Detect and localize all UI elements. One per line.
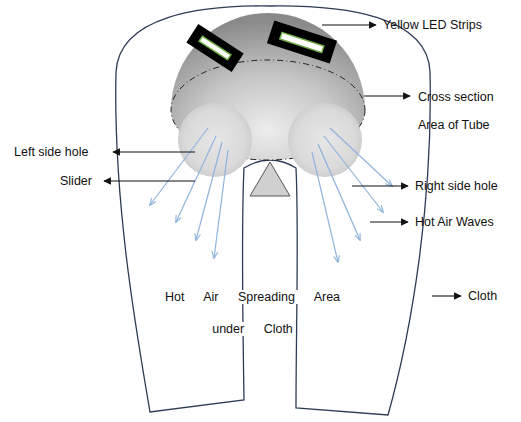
nozzle-triangle [250, 162, 290, 196]
area-text-box: Hot Air Spreading Area under Cloth [150, 281, 355, 345]
part-label: Slider [60, 174, 92, 188]
part-label-box: Hot Air Waves [415, 215, 494, 230]
cloth-outline [116, 6, 431, 415]
part-label: Right side hole [415, 179, 498, 193]
area-text: Hot Air Spreading Area under Cloth [165, 290, 340, 336]
part-label-box: Cloth [468, 289, 497, 304]
part-label: Cloth [468, 289, 497, 303]
part-label: Cross section Area of Tube [418, 90, 494, 132]
part-label-box: Left side hole [14, 145, 88, 160]
led-strip [186, 24, 243, 72]
part-label-box: Slider [60, 174, 92, 189]
part-label: Hot Air Waves [415, 215, 494, 229]
hot-air-arrows [150, 128, 392, 262]
part-label-box: Right side hole [415, 179, 498, 194]
part-label: Yellow LED Strips [383, 18, 482, 32]
part-label: Left side hole [14, 145, 88, 159]
part-label-box: Cross section Area of Tube [418, 83, 514, 139]
left-hole [178, 103, 252, 177]
leader-arrows [104, 25, 461, 296]
part-label-box: Yellow LED Strips [383, 18, 482, 33]
right-hole [288, 103, 362, 177]
led-strip [267, 20, 337, 63]
